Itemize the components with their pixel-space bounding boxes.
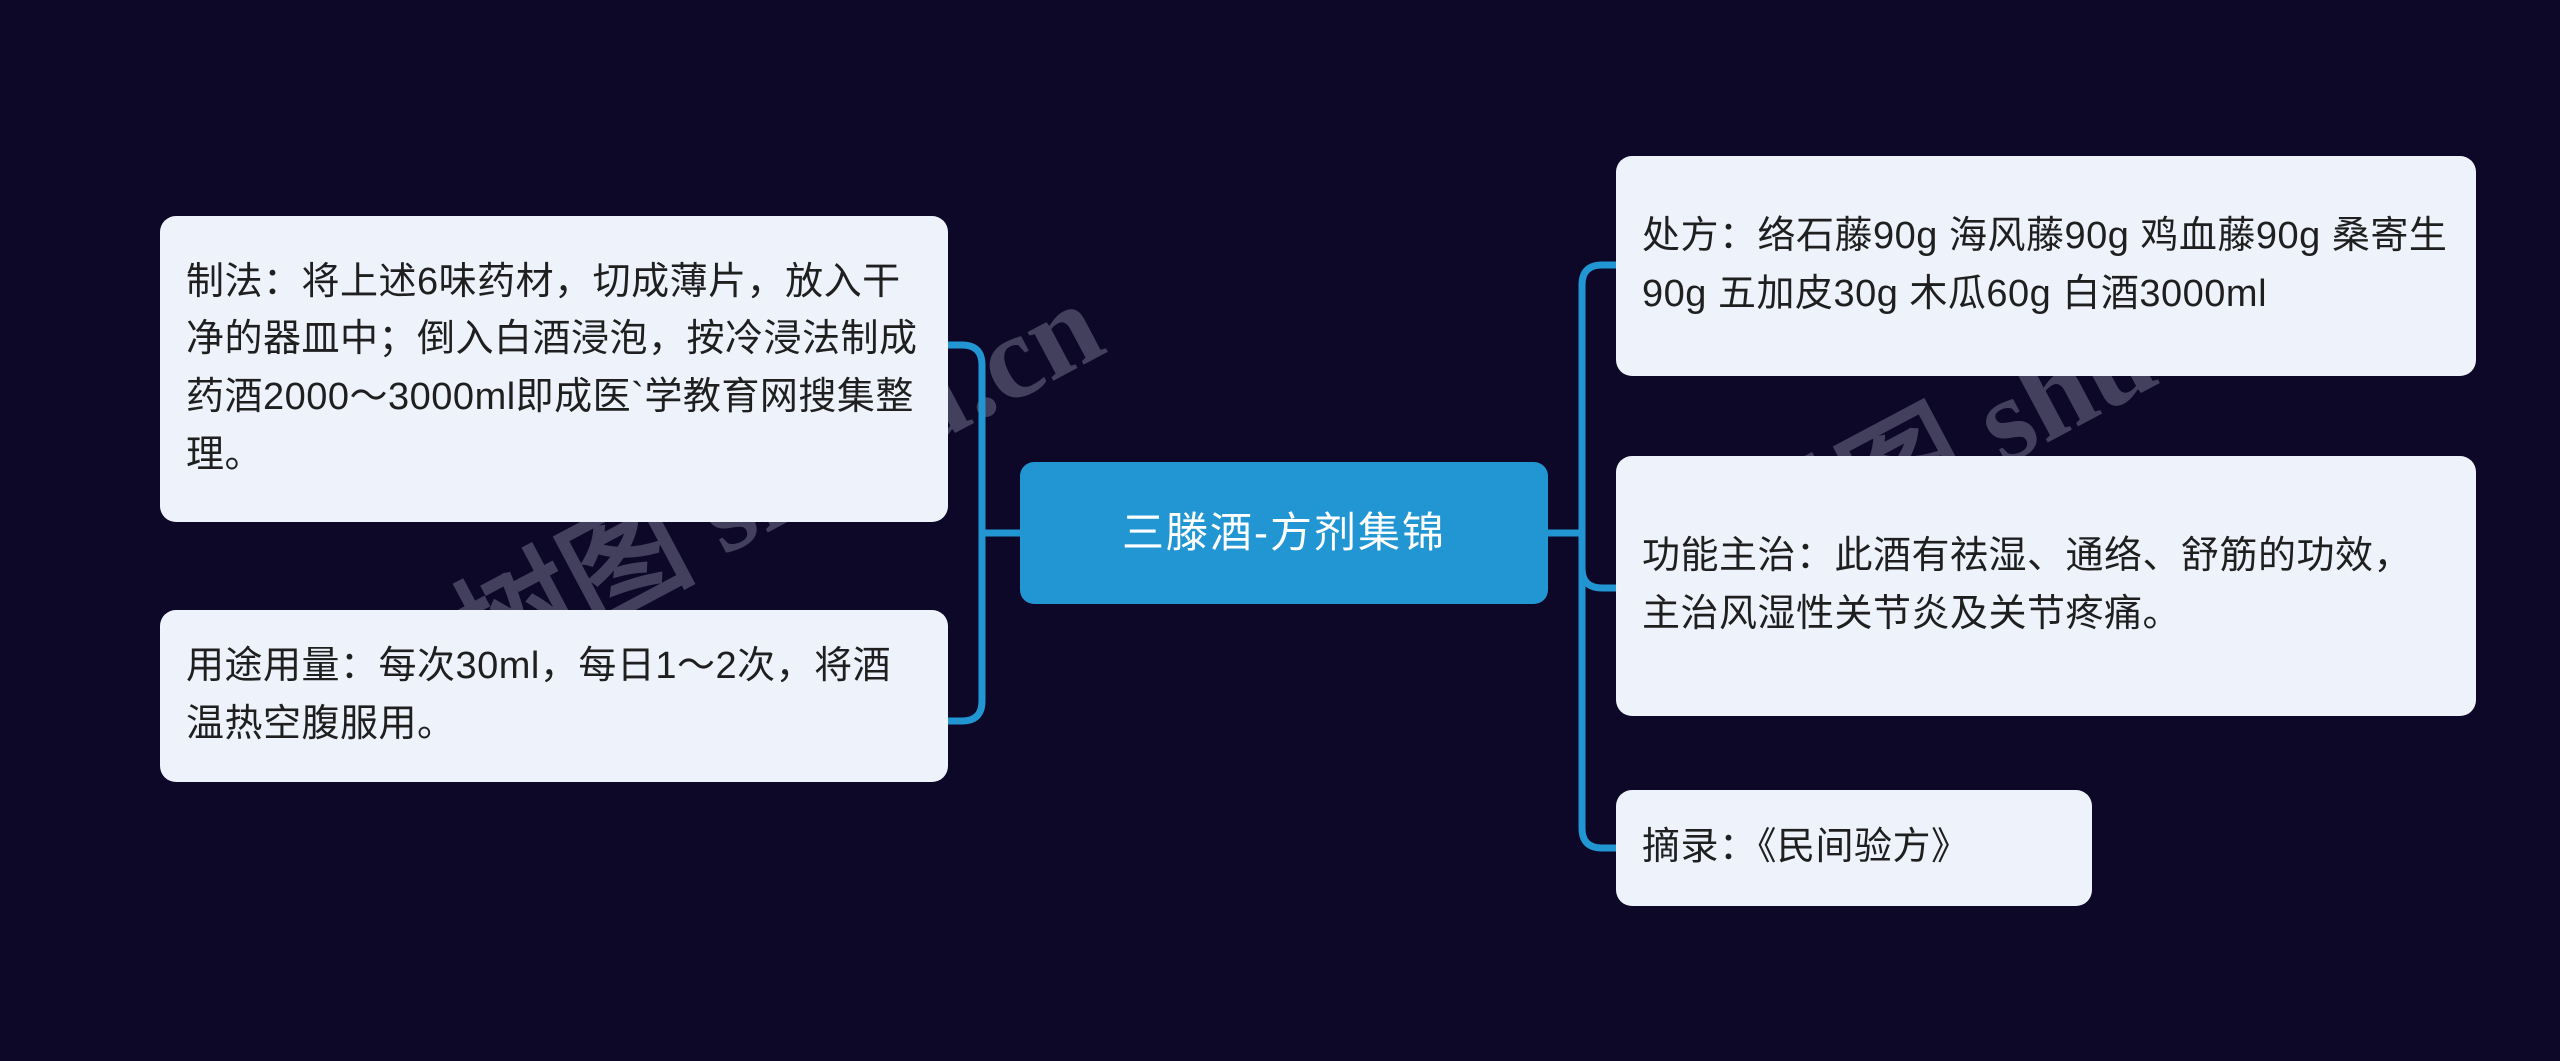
node-gongneng[interactable]: 功能主治：此酒有祛湿、通络、舒筋的功效，主治风湿性关节炎及关节疼痛。: [1616, 456, 2476, 716]
link-right-branch-1: [1578, 261, 1620, 537]
link-right-branch-3: [1578, 529, 1620, 852]
node-root-label: 三滕酒-方剂集锦: [1122, 509, 1446, 557]
node-zhailu[interactable]: 摘录：《民间验方》: [1616, 790, 2092, 906]
node-yongtu[interactable]: 用途用量：每次30ml，每日1～2次，将酒温热空腹服用。: [160, 610, 948, 782]
link-left-trunk: [944, 341, 986, 725]
node-chufang[interactable]: 处方：络石藤90g 海风藤90g 鸡血藤90g 桑寄生90g 五加皮30g 木瓜…: [1616, 156, 2476, 376]
node-root[interactable]: 三滕酒-方剂集锦: [1020, 462, 1548, 604]
node-chufang-label: 处方：络石藤90g 海风藤90g 鸡血藤90g 桑寄生90g 五加皮30g 木瓜…: [1642, 215, 2448, 315]
link-right-branch-2: [1578, 529, 1620, 592]
node-gongneng-label: 功能主治：此酒有祛湿、通络、舒筋的功效，主治风湿性关节炎及关节疼痛。: [1642, 535, 2413, 635]
node-zhifa-label: 制法：将上述6味药材，切成薄片，放入干净的器皿中；倒入白酒浸泡，按冷浸法制成药酒…: [186, 260, 918, 476]
node-zhifa[interactable]: 制法：将上述6味药材，切成薄片，放入干净的器皿中；倒入白酒浸泡，按冷浸法制成药酒…: [160, 216, 948, 522]
node-zhailu-label: 摘录：《民间验方》: [1642, 826, 1970, 869]
node-yongtu-label: 用途用量：每次30ml，每日1～2次，将酒温热空腹服用。: [186, 645, 892, 745]
